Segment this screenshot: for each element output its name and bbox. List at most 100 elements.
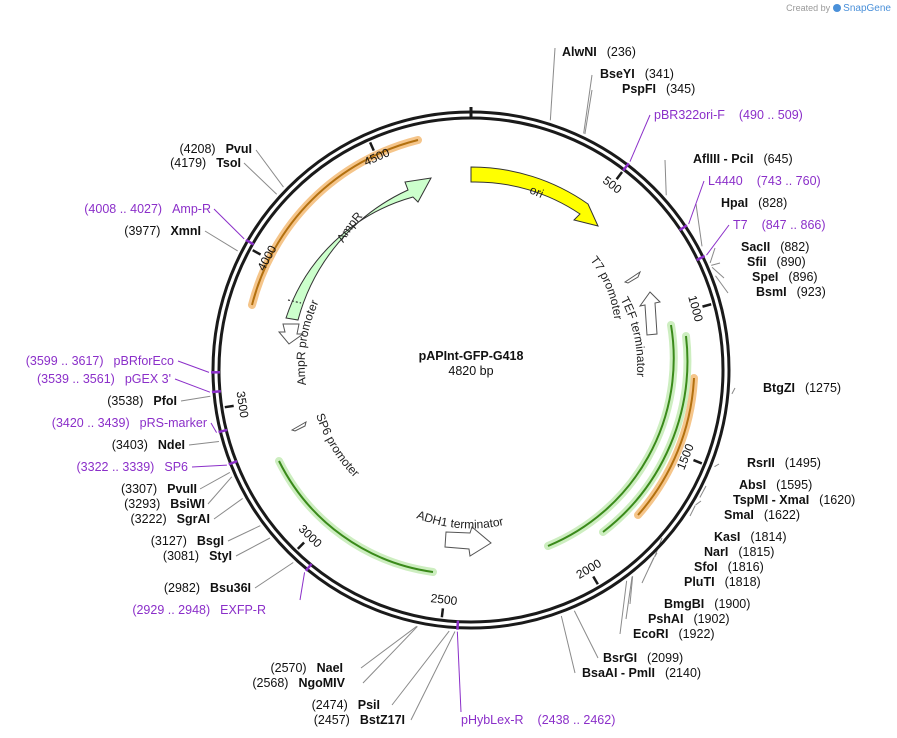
site-label: (3977)XmnI — [124, 224, 201, 238]
tick-label: 2000 — [574, 556, 604, 582]
primer-label: pBR322ori-F(490 .. 509) — [654, 108, 803, 122]
tick-mark — [252, 249, 262, 256]
plasmid-length: 4820 bp — [448, 364, 493, 378]
leader-lines — [174, 47, 736, 721]
label-t7-promoter: T7 promoter — [588, 253, 626, 320]
feature-ampr — [285, 177, 432, 321]
site-leader — [391, 630, 450, 706]
primer-leader — [210, 422, 218, 433]
plasmid-name: pAPInt-GFP-G418 — [419, 349, 524, 363]
snapgene-logo-icon — [833, 4, 842, 12]
credit-prefix: Created by — [786, 3, 831, 13]
site-label: (4179)TsoI — [170, 156, 241, 170]
primer-leader — [191, 464, 227, 468]
site-leader — [549, 47, 556, 121]
primer-mark — [245, 238, 255, 246]
site-label: AlwNI(236) — [562, 45, 636, 59]
site-leader — [360, 625, 418, 669]
site-label: AflIII - PciI(645) — [693, 152, 793, 166]
primer-leader — [213, 208, 245, 240]
primer-mark — [678, 224, 688, 232]
site-label: AbsI(1595) — [739, 478, 812, 492]
site-leader — [213, 498, 243, 520]
site-leader — [629, 576, 634, 605]
site-leader — [709, 247, 716, 264]
primer-leader — [299, 572, 306, 601]
site-label: NarI(1815) — [704, 545, 774, 559]
tick-label: 3500 — [234, 390, 252, 419]
site-leader — [714, 463, 720, 468]
site-label: PluTI(1818) — [684, 575, 761, 589]
site-leader — [699, 485, 707, 498]
site-leader — [715, 275, 729, 294]
site-label: (3127)BsgI — [151, 534, 224, 548]
primer-marks — [210, 162, 706, 630]
label-ampr: AmpR — [334, 209, 366, 245]
site-label: PshAI(1902) — [648, 612, 730, 626]
feature-adh1-terminator — [444, 526, 492, 557]
tick-mark — [368, 141, 375, 152]
site-label: SfiI(890) — [747, 255, 806, 269]
primer-label: (3539 .. 3561)pGEX 3' — [37, 372, 171, 386]
amp-orange-highlight — [248, 136, 422, 309]
site-leader — [584, 89, 593, 135]
geneticin-orange-line — [637, 377, 695, 516]
tick-label: 500 — [600, 173, 625, 196]
label-sp6-promoter: SP6 promoter — [313, 411, 362, 480]
site-label: BsaAI - PmlI(2140) — [582, 666, 701, 680]
primer-labels: pBR322ori-F(490 .. 509) L4440(743 .. 760… — [26, 108, 826, 727]
feature-ampr-promoter — [277, 323, 305, 345]
site-labels: AlwNI(236) BseYI(341) PspFI(345) AflIII … — [107, 45, 855, 727]
features — [277, 166, 662, 557]
primer-label: (3420 .. 3439)pRS-marker — [52, 416, 207, 430]
primer-mark — [211, 389, 222, 394]
site-leader — [695, 500, 702, 506]
site-label: (2568)NgoMIV — [252, 676, 345, 690]
site-label: BseYI(341) — [600, 67, 674, 81]
site-label: (2570)NaeI — [270, 661, 343, 675]
primer-label: L4440(743 .. 760) — [708, 174, 821, 188]
primer-mark — [696, 254, 706, 262]
primer-leader — [177, 360, 210, 373]
primer-label: (2929 .. 2948)EXFP-R — [132, 603, 266, 617]
primer-leader — [688, 180, 705, 225]
site-leader — [619, 580, 628, 635]
site-leader — [664, 159, 667, 196]
site-label: HpaI(828) — [721, 196, 787, 210]
tick-mark — [296, 541, 305, 550]
primer-label: T7(847 .. 866) — [733, 218, 826, 232]
site-leader — [207, 476, 233, 505]
primer-mark — [228, 459, 238, 466]
feature-t7-promoter — [623, 270, 642, 284]
site-label: (3538)PfoI — [107, 394, 177, 408]
tick-mark — [693, 458, 703, 465]
site-leader — [254, 562, 294, 589]
site-label: BsrGI(2099) — [603, 651, 683, 665]
site-label: (3081)StyI — [163, 549, 232, 563]
primer-label: (4008 .. 4027)Amp-R — [84, 202, 211, 216]
site-leader — [410, 631, 456, 721]
tick-label: 4500 — [362, 145, 392, 169]
site-label: (2982)Bsu36I — [164, 581, 251, 595]
site-leader — [731, 387, 736, 395]
site-label: SfoI(1816) — [694, 560, 764, 574]
site-label: (3403)NdeI — [112, 438, 185, 452]
site-leader — [654, 552, 658, 558]
site-leader — [711, 262, 721, 266]
site-label: RsrII(1495) — [747, 456, 821, 470]
site-label: SmaI(1622) — [724, 508, 800, 522]
site-label: (3293)BsiWI — [124, 497, 205, 511]
site-leader — [255, 149, 284, 188]
tick-mark — [615, 171, 624, 180]
site-leader — [227, 525, 261, 542]
tick-mark — [440, 608, 445, 618]
primer-mark — [622, 162, 630, 172]
feature-sp6-promoter — [290, 420, 307, 432]
tick-label: 1000 — [685, 294, 706, 324]
primer-label: pHybLex-R(2438 .. 2462) — [461, 713, 615, 727]
site-label: (2474)PsiI — [312, 698, 380, 712]
site-label: (4208)PvuI — [179, 142, 252, 156]
tick-label: 2500 — [430, 591, 458, 608]
